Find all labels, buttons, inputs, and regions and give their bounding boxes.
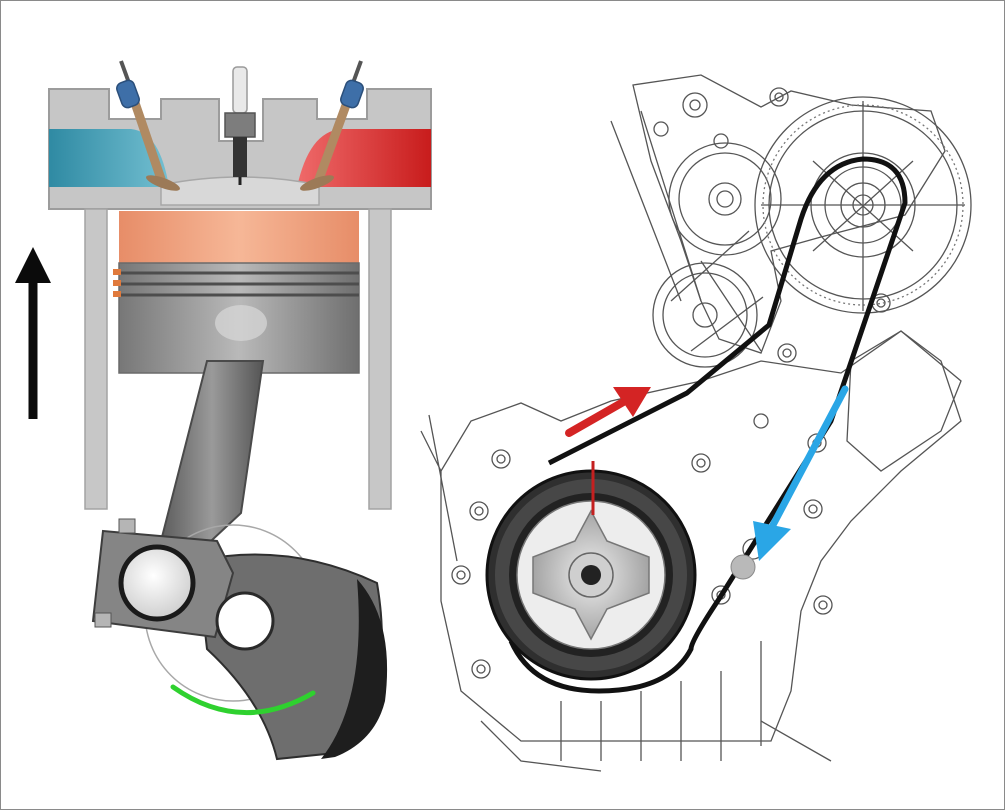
reference-marker — [730, 554, 756, 580]
piston-cutaway — [15, 60, 432, 761]
arrow-up-icon — [15, 247, 51, 419]
cylinder-wall-left — [84, 208, 108, 510]
arrow-up-right-icon — [565, 387, 651, 437]
alternator-pulley — [668, 142, 782, 256]
block-fins — [560, 641, 762, 761]
fan-pulley-assembly — [754, 96, 972, 314]
intake-injector — [116, 60, 140, 109]
piston — [113, 262, 360, 374]
cylinder-wall-right — [368, 208, 392, 510]
belt-drive-drawing — [420, 74, 972, 772]
exhaust-injector — [340, 60, 364, 109]
exhaust-valve — [299, 92, 354, 191]
crankshaft-pulley — [485, 469, 697, 681]
accessory-bracket — [632, 74, 946, 354]
crank-pin — [118, 544, 196, 622]
tensioner-pulley — [652, 230, 764, 368]
serpentine-belt — [508, 156, 908, 694]
crank-rotation-arc — [170, 684, 316, 716]
engine-block-outline — [440, 330, 962, 742]
intake-valve — [128, 92, 181, 191]
intake-port — [49, 129, 169, 187]
main-journal — [215, 591, 275, 651]
combustion-gas — [119, 211, 359, 263]
spark-plug — [224, 66, 256, 185]
connecting-rod — [159, 360, 265, 542]
counterweight-edge — [321, 579, 388, 759]
arrow-down-left-icon — [753, 385, 849, 561]
